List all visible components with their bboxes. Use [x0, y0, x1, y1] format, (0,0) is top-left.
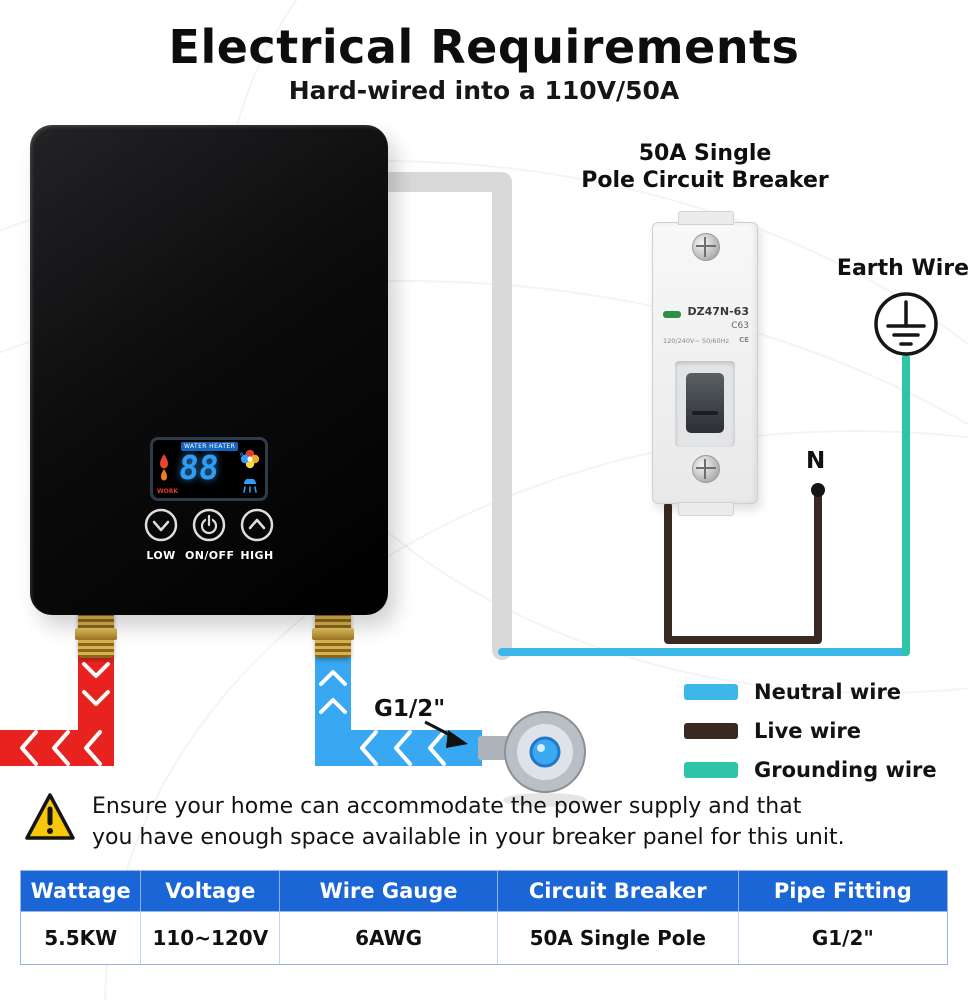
warning-text: Ensure your home can accommodate the pow…: [92, 791, 958, 853]
breaker-caption: 50A Single Pole Circuit Breaker: [545, 140, 865, 194]
live-wire-swatch: [684, 722, 738, 739]
neutral-wire-swatch: [684, 683, 738, 700]
high-button-label: HIGH: [240, 549, 274, 562]
neutral-terminal-label: N: [806, 448, 826, 474]
page-subtitle: Hard-wired into a 110V/50A: [288, 76, 680, 105]
pipe-fitting-label: G1/2": [374, 696, 446, 722]
breaker-spec-text: 120/240V~ 50/60Hz: [663, 337, 729, 345]
breaker-status-indicator: [663, 311, 681, 318]
valve-shadow: [503, 793, 587, 807]
spec-table: Wattage Voltage Wire Gauge Circuit Break…: [20, 870, 948, 965]
value-wattage: 5.5KW: [21, 911, 142, 964]
neutral-terminal-dot: [811, 483, 825, 497]
legend-label: Neutral wire: [754, 679, 902, 704]
flame-icon: [160, 454, 168, 481]
header-pipe-fitting: Pipe Fitting: [738, 871, 947, 911]
water-heater: WATER HEATER 88 °C WORK: [30, 125, 388, 615]
legend-label: Grounding wire: [754, 757, 937, 782]
earth-ground-icon: [874, 292, 938, 356]
water-inlet-valve: [478, 711, 586, 793]
breaker-screw-bottom: [692, 455, 720, 483]
low-button-label: LOW: [146, 549, 176, 562]
value-pipe-fitting: G1/2": [738, 911, 947, 964]
breaker-screw-top: [692, 233, 720, 261]
supply-conduit: [380, 172, 512, 660]
value-voltage: 110~120V: [141, 911, 281, 964]
power-button-label: ON/OFF: [185, 549, 235, 562]
breaker-toggle-lever: [686, 373, 724, 433]
header-circuit-breaker: Circuit Breaker: [497, 871, 739, 911]
earth-wire-label: Earth Wire: [836, 256, 968, 281]
cold-water-inlet-fitting: [312, 610, 354, 658]
breaker-model: DZ47N-63: [687, 305, 750, 318]
breaker-top-tab: [678, 211, 734, 225]
warning-line1: Ensure your home can accommodate the pow…: [92, 794, 802, 819]
hot-water-pipe: [0, 644, 114, 766]
value-wire-gauge: 6AWG: [280, 911, 498, 964]
hot-water-flow-arrows: [20, 662, 110, 766]
legend-label: Live wire: [754, 718, 862, 743]
warning-icon: [25, 793, 75, 840]
spec-table-value-row: 5.5KW 110~120V 6AWG 50A Single Pole G1/2…: [21, 911, 947, 964]
cold-water-flow-arrows: [319, 670, 446, 766]
shower-icon: [243, 479, 257, 493]
legend-item-neutral: Neutral wire: [684, 672, 937, 711]
page-title: Electrical Requirements: [168, 20, 800, 74]
breaker-rating: C63: [731, 321, 749, 331]
breaker-caption-line1: 50A Single: [638, 141, 772, 166]
live-wire: [664, 490, 822, 644]
breaker-bottom-tab: [678, 502, 734, 516]
header-voltage: Voltage: [141, 871, 281, 911]
spec-table-header-row: Wattage Voltage Wire Gauge Circuit Break…: [21, 871, 947, 911]
temperature-display: 88: [176, 448, 221, 487]
heater-display: WATER HEATER 88 °C WORK: [150, 437, 268, 501]
fan-icon: [240, 449, 260, 469]
legend-item-live: Live wire: [684, 711, 937, 750]
grounding-wire-swatch: [684, 761, 738, 778]
wire-legend: Neutral wire Live wire Grounding wire: [684, 672, 937, 789]
high-button: [240, 508, 274, 542]
breaker-caption-line2: Pole Circuit Breaker: [581, 168, 829, 193]
header-wattage: Wattage: [21, 871, 142, 911]
value-circuit-breaker: 50A Single Pole: [497, 911, 739, 964]
ce-mark: CE: [739, 336, 749, 344]
low-button: [144, 508, 178, 542]
warning-line2: you have enough space available in your …: [92, 825, 845, 850]
legend-item-grounding: Grounding wire: [684, 750, 937, 789]
fitting-pointer-arrow: [424, 720, 468, 748]
header-wire-gauge: Wire Gauge: [280, 871, 498, 911]
power-button: [192, 508, 226, 542]
circuit-breaker: DZ47N-63 C63 120/240V~ 50/60Hz CE: [652, 211, 758, 516]
work-status-label: WORK: [157, 488, 178, 495]
display-brand-label: WATER HEATER: [181, 442, 239, 451]
hot-water-outlet-fitting: [75, 610, 117, 658]
